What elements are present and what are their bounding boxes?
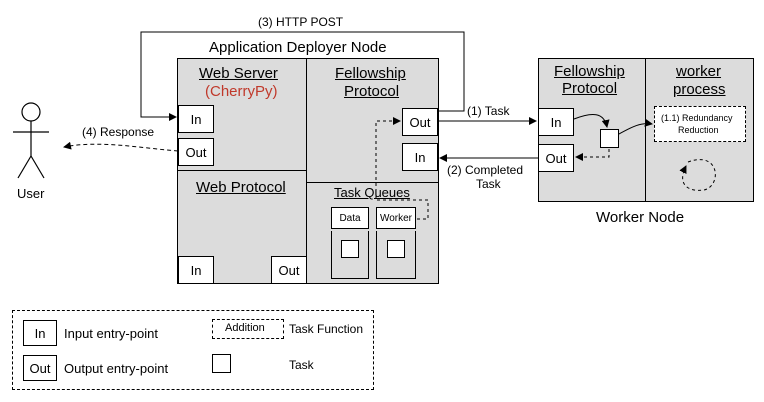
legend-task-text: Task: [289, 358, 314, 372]
worker-node-divider: [645, 58, 646, 202]
task-label: (1) Task: [467, 104, 510, 118]
queue-worker-column: [376, 231, 416, 279]
user-icon: [13, 102, 49, 179]
web-protocol-out-port: Out: [271, 256, 307, 284]
task-function-line2: Reduction: [678, 125, 719, 135]
task-function-line1: (1.1) Redundancy: [661, 113, 733, 123]
app-fellowship-title-2: Protocol: [344, 83, 400, 100]
app-fellowship-title-1: Fellowship: [335, 65, 406, 82]
legend-box: [12, 310, 374, 390]
web-server-subtitle: (CherryPy): [205, 83, 278, 100]
app-node-divider-right: [306, 182, 439, 183]
app-node-title: Application Deployer Node: [209, 39, 387, 56]
app-fellowship-out-port: Out: [402, 108, 438, 136]
legend-out-text: Output entry-point: [64, 361, 169, 376]
legend-in-text: Input entry-point: [64, 326, 158, 341]
worker-task-square: [600, 129, 619, 148]
app-node-divider-left: [177, 170, 307, 171]
queue-worker-task: [387, 240, 405, 258]
response-arrow: [63, 141, 179, 152]
legend-out-key: Out: [23, 355, 57, 381]
completed-label-2: Task: [476, 177, 501, 191]
task-queues-title: Task Queues: [334, 185, 410, 200]
completed-label-1: (2) Completed: [447, 163, 524, 177]
legend-task-key: [212, 354, 231, 373]
web-protocol-title: Web Protocol: [196, 179, 286, 196]
queue-worker-label: Worker: [376, 207, 416, 229]
task-function-redundancy-reduction: [654, 106, 746, 142]
worker-out-port: Out: [538, 144, 574, 172]
legend-function-key-label: Addition: [225, 322, 265, 334]
web-server-title: Web Server: [199, 65, 278, 82]
queue-data-label: Data: [331, 207, 369, 229]
legend-function-key: [212, 319, 284, 339]
worker-node-title: Worker Node: [596, 209, 685, 226]
user-label: User: [17, 186, 45, 201]
queue-data-task: [341, 240, 359, 258]
worker-process-title-2: process: [673, 81, 726, 98]
worker-in-port: In: [538, 108, 574, 136]
http-post-label: (3) HTTP POST: [258, 15, 344, 29]
response-label: (4) Response: [82, 125, 155, 139]
legend-in-key: In: [23, 320, 57, 346]
worker-process-title-1: worker: [676, 63, 722, 80]
app-node-divider-vertical: [306, 58, 307, 284]
queue-data-column: [331, 231, 369, 279]
web-protocol-in-port: In: [178, 256, 214, 284]
legend-function-text: Task Function: [289, 322, 364, 336]
worker-fellowship-title-2: Protocol: [562, 80, 618, 97]
worker-fellowship-title-1: Fellowship: [554, 63, 625, 80]
app-fellowship-in-port: In: [402, 143, 438, 171]
web-server-out-port: Out: [178, 138, 214, 166]
web-server-in-port: In: [178, 105, 214, 133]
